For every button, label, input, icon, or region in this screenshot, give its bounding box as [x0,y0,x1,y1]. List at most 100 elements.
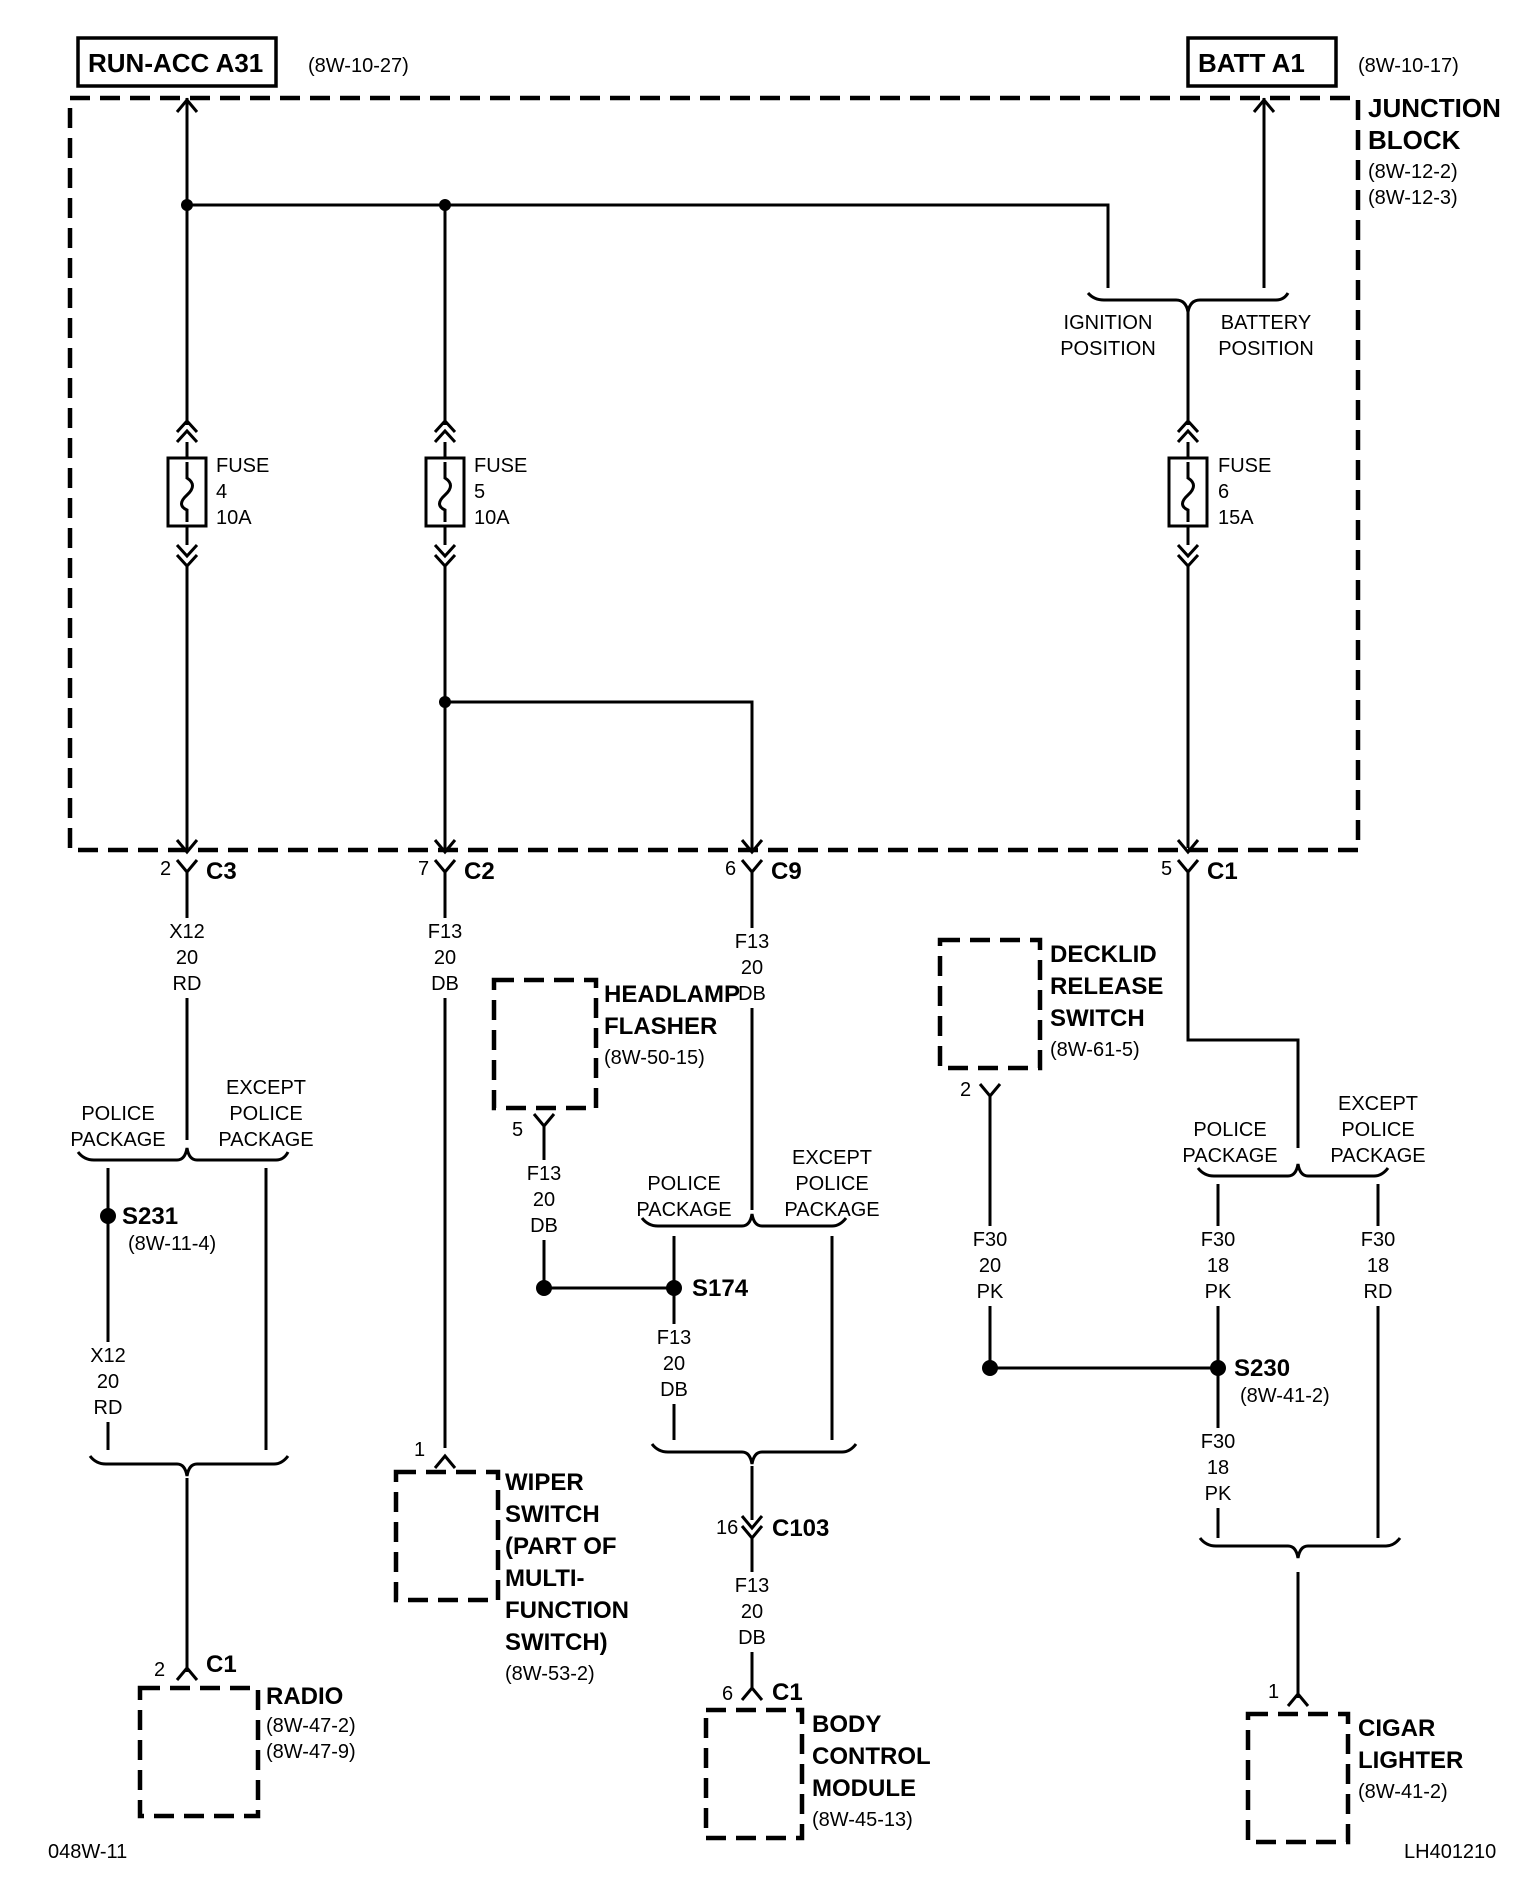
pkg-police-2-b: PACKAGE [636,1199,731,1221]
connector-c9-pin: 6 [725,858,736,880]
fuse-5-label: FUSE [474,455,527,477]
f13-s174-label-bg [650,1324,700,1404]
connector-c2-name: C2 [464,858,495,885]
connector-c103 [740,1466,764,1690]
fuse-5 [424,205,466,848]
junction-block-ref-2: (8W-12-3) [1368,187,1458,209]
pkg-police-1-b: POLICE [647,1173,720,1195]
f30-decklid-label-bg [966,1226,1016,1306]
pkg-police-1-a: POLICE [81,1103,154,1125]
wire-ignition-bus [187,203,1110,288]
pkg-except-1-b: EXCEPT [792,1147,872,1169]
x12-b-gauge: 20 [97,1371,119,1393]
pkg-except-2-b: POLICE [795,1173,868,1195]
ignition-position-1: IGNITION [1064,312,1153,334]
f30-except-label-bg [1354,1226,1404,1306]
run-acc-ref: (8W-10-27) [308,55,409,77]
connector-c3-name: C3 [206,858,237,885]
pkg-except-2-c: POLICE [1341,1119,1414,1141]
f30-s230-color: PK [1205,1483,1232,1505]
headlamp-line2: FLASHER [604,1013,717,1040]
bcm-line1: BODY [812,1711,881,1738]
wiper-connector-symbol [433,1453,457,1469]
junction-dot-c9-branch [439,696,451,708]
f13-s174-gauge: 20 [663,1353,685,1375]
junction-block-ref-1: (8W-12-2) [1368,161,1458,183]
f13-wiper-circuit: F13 [428,921,462,943]
arrow-run-acc [175,97,199,113]
pkg-except-2-a: POLICE [229,1103,302,1125]
fuse-6-number: 6 [1218,481,1229,503]
f30-police-gauge: 18 [1207,1255,1229,1277]
f13-wiper-gauge: 20 [434,947,456,969]
batt-ref: (8W-10-17) [1358,55,1459,77]
x12-b-color: RD [94,1397,123,1419]
wiper-line2: SWITCH [505,1501,600,1528]
fuse-5-rating: 10A [474,507,510,529]
f30-except-circuit: F30 [1361,1229,1395,1251]
pkg-except-1-a: EXCEPT [226,1077,306,1099]
x12-a-circuit: X12 [169,921,205,943]
f13-s174-color: DB [660,1379,688,1401]
connector-c9-name: C9 [771,858,802,885]
cigar-pin: 1 [1268,1681,1279,1703]
pkg-except-3-c: PACKAGE [1330,1145,1425,1167]
f30-decklid-gauge: 20 [979,1255,1001,1277]
pkg-except-3-b: PACKAGE [784,1199,879,1221]
splice-s230-ref: (8W-41-2) [1240,1385,1330,1407]
bcm-connector: C1 [772,1679,803,1706]
radio-name: RADIO [266,1683,343,1710]
radio-pin: 2 [154,1659,165,1681]
f30-except-color: RD [1364,1281,1393,1303]
cigar-connector-symbol [1286,1691,1310,1707]
brace-cigar-top [1196,1163,1390,1178]
cigar-line2: LIGHTER [1358,1747,1463,1774]
f13-c9-circuit: F13 [735,931,769,953]
connector-c3-pin: 2 [160,858,171,880]
junction-block-title-1: JUNCTION [1368,93,1501,123]
f13-c9-color: DB [738,983,766,1005]
x12-a-color: RD [173,973,202,995]
ignition-position-2: POSITION [1060,338,1156,360]
f13-wiper-label-bg [420,918,470,998]
connector-c9 [740,839,764,1210]
bcm-pin: 6 [722,1683,733,1705]
x12-b-label-bg [82,1342,134,1422]
brace-c9-top [640,1213,848,1228]
wiper-line4: MULTI- [505,1565,585,1592]
ignition-switch-brace [1086,291,1290,313]
f13-bcm-gauge: 20 [741,1601,763,1623]
f30-police-circuit: F30 [1201,1229,1235,1251]
connector-c1-jb-pin: 5 [1161,858,1172,880]
splice-s230-name: S230 [1234,1355,1290,1382]
f13-flasher-color: DB [530,1215,558,1237]
f30-decklid-color: PK [977,1281,1004,1303]
brace-radio-top [76,1147,290,1162]
run-acc-box [76,36,278,88]
f13-bcm-color: DB [738,1627,766,1649]
radio-connector: C1 [206,1651,237,1678]
decklid-ref: (8W-61-5) [1050,1039,1140,1061]
battery-position-2: POSITION [1218,338,1314,360]
batt-box [1186,36,1338,88]
pkg-police-1-c: POLICE [1193,1119,1266,1141]
fuse-4-rating: 10A [216,507,252,529]
headlamp-line1: HEADLAMP [604,981,740,1008]
splice-s174-name: S174 [692,1275,749,1302]
f13-s174-circuit: F13 [657,1327,691,1349]
f13-bcm-label-bg [728,1572,778,1652]
wiper-line5: FUNCTION [505,1597,629,1624]
pkg-except-3-a: PACKAGE [218,1129,313,1151]
junction-block-title-2: BLOCK [1368,125,1461,155]
connector-c1-jb-name: C1 [1207,858,1238,885]
pkg-police-2-a: PACKAGE [70,1129,165,1151]
f30-s230-label-bg [1194,1428,1244,1508]
fuse-6 [1167,418,1209,848]
fuse-4-label: FUSE [216,455,269,477]
fuse-4-number: 4 [216,481,227,503]
connector-c103-pin: 16 [716,1517,738,1539]
radio-box [137,1685,261,1819]
fuse-6-label: FUSE [1218,455,1271,477]
f13-flasher-label-bg [520,1160,570,1240]
brace-c9-bottom [650,1443,858,1465]
